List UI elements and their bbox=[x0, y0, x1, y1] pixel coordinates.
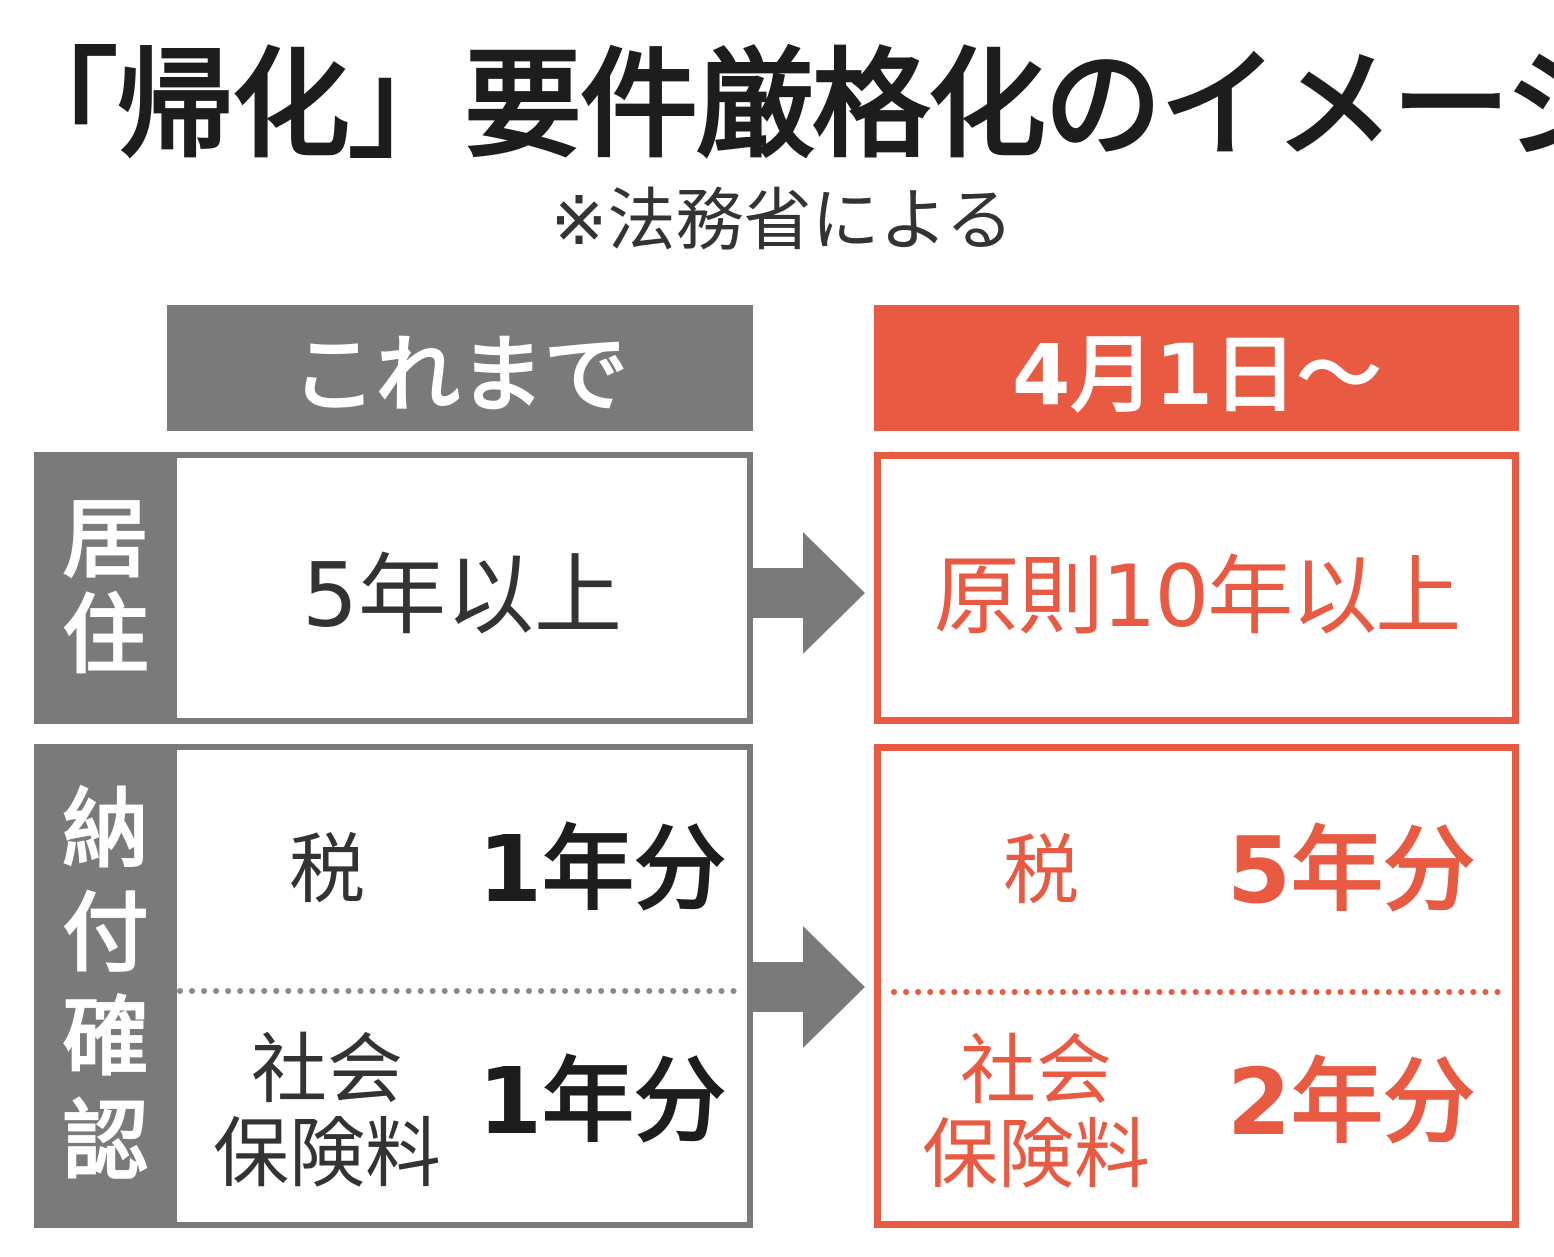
source-note: ※法務省による bbox=[550, 182, 1014, 261]
tax-label-after: 税 bbox=[1003, 826, 1079, 915]
residence-before-box: 5年以上 bbox=[177, 452, 753, 724]
payment-after-box: 税 5年分 社会 保険料 2年分 bbox=[874, 744, 1519, 1228]
residence-after-value: 原則10年以上 bbox=[933, 546, 1461, 647]
row-label-residence: 居 住 bbox=[34, 452, 177, 724]
after-tax-value: 5年分 bbox=[1226, 817, 1475, 924]
row-label-char: 納 bbox=[62, 780, 149, 880]
row-label-char: 認 bbox=[62, 1092, 149, 1192]
row-divider bbox=[891, 989, 1501, 995]
social-insurance-label: 社会 保険料 bbox=[177, 1012, 477, 1212]
right-arrow-icon bbox=[753, 926, 865, 1048]
before-tax-value: 1年分 bbox=[477, 816, 726, 923]
after-social-value: 2年分 bbox=[1226, 1049, 1475, 1156]
row-label-char: 確 bbox=[62, 988, 149, 1088]
row-label-payment: 納 付 確 認 bbox=[34, 744, 177, 1228]
column-header-after: 4月1日～ bbox=[874, 305, 1519, 431]
payment-before-box: 税 1年分 社会 保険料 1年分 bbox=[177, 744, 753, 1228]
column-header-before: これまで bbox=[167, 305, 753, 431]
residence-after-box: 原則10年以上 bbox=[874, 452, 1519, 724]
social-insurance-label-line1: 社会 bbox=[251, 1025, 403, 1114]
row-label-char: 居 bbox=[62, 490, 149, 590]
row-divider bbox=[177, 988, 737, 994]
social-insurance-label-after: 社会 保険料 bbox=[881, 1013, 1191, 1213]
row-label-char: 付 bbox=[62, 884, 149, 984]
tax-label: 税 bbox=[289, 825, 365, 914]
row-label-char: 住 bbox=[62, 586, 149, 686]
before-social-value: 1年分 bbox=[477, 1048, 726, 1155]
social-insurance-label-line2: 保険料 bbox=[213, 1109, 441, 1198]
social-insurance-label-line1: 社会 bbox=[960, 1026, 1112, 1115]
social-insurance-label-line2: 保険料 bbox=[922, 1110, 1150, 1199]
right-arrow-icon bbox=[753, 532, 865, 654]
diagram-title: 「帰化」要件厳格化のイメージ bbox=[0, 36, 1554, 174]
residence-before-value: 5年以上 bbox=[302, 543, 622, 647]
